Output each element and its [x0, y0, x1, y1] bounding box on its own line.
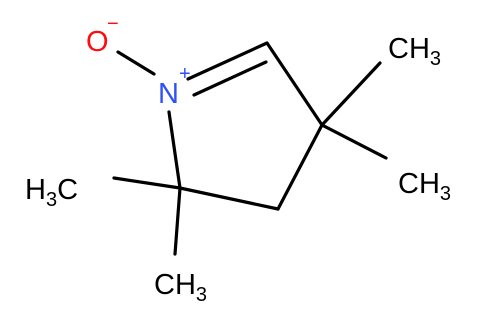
bond-o-n	[116, 50, 156, 76]
nitrogen-atom-label: N	[158, 78, 179, 110]
methyl-top-right-main: CH	[388, 33, 430, 65]
bond-c4-c5	[178, 186, 280, 211]
methyl-left-label: H3C	[25, 174, 78, 211]
methyl-bottom-label: CH3	[154, 269, 207, 306]
oxygen-atom-label: O	[86, 26, 109, 58]
methyl-top-right-label: CH3	[388, 33, 441, 70]
bond-c5-methyl-bottom	[173, 186, 182, 256]
bond-c2-c3	[265, 41, 324, 127]
nitrogen-charge: +	[179, 63, 191, 85]
bond-c5-methyl-left	[112, 176, 182, 190]
bond-c3-c4	[276, 123, 324, 211]
bond-n-c2-double-outer	[186, 41, 269, 81]
bond-c3-methyl-top-right	[320, 61, 382, 127]
methyl-right-main: CH	[398, 168, 440, 200]
bond-n-c2-double-inner	[192, 60, 268, 97]
methyl-right-label: CH3	[398, 168, 451, 205]
bond-c5-n	[167, 110, 182, 190]
methyl-left-sub: 3	[46, 189, 57, 211]
methyl-left-tail: C	[57, 174, 78, 206]
oxygen-charge: −	[107, 13, 119, 35]
bond-c3-methyl-right	[320, 123, 388, 160]
methyl-left-main: H	[25, 174, 46, 206]
methyl-bottom-main: CH	[154, 269, 196, 301]
methyl-right-sub: 3	[440, 183, 451, 205]
methyl-bottom-sub: 3	[196, 284, 207, 306]
methyl-top-right-sub: 3	[430, 48, 441, 70]
